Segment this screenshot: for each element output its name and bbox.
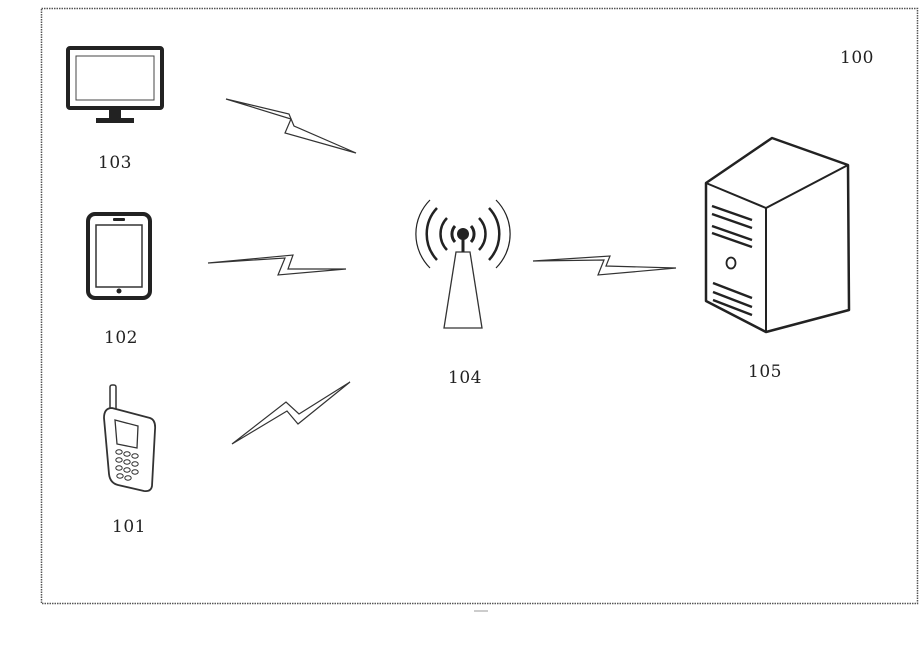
node-label-105: 105: [748, 362, 782, 382]
wireless-link-104-105: [533, 256, 676, 275]
system-label-100: 100: [840, 48, 874, 68]
wireless-link-103-104: [226, 99, 356, 153]
node-label-102: 102: [104, 328, 138, 348]
server-icon: [706, 138, 849, 332]
monitor-icon: [68, 48, 162, 123]
node-label-104: 104: [448, 368, 482, 388]
mobile-phone-icon: [104, 385, 155, 491]
wireless-link-101-104: [232, 382, 350, 444]
tablet-icon: [88, 214, 150, 298]
node-label-103: 103: [98, 153, 132, 173]
wireless-link-102-104: [208, 255, 346, 275]
antenna-tower-icon: [416, 200, 510, 328]
node-label-101: 101: [112, 517, 146, 537]
